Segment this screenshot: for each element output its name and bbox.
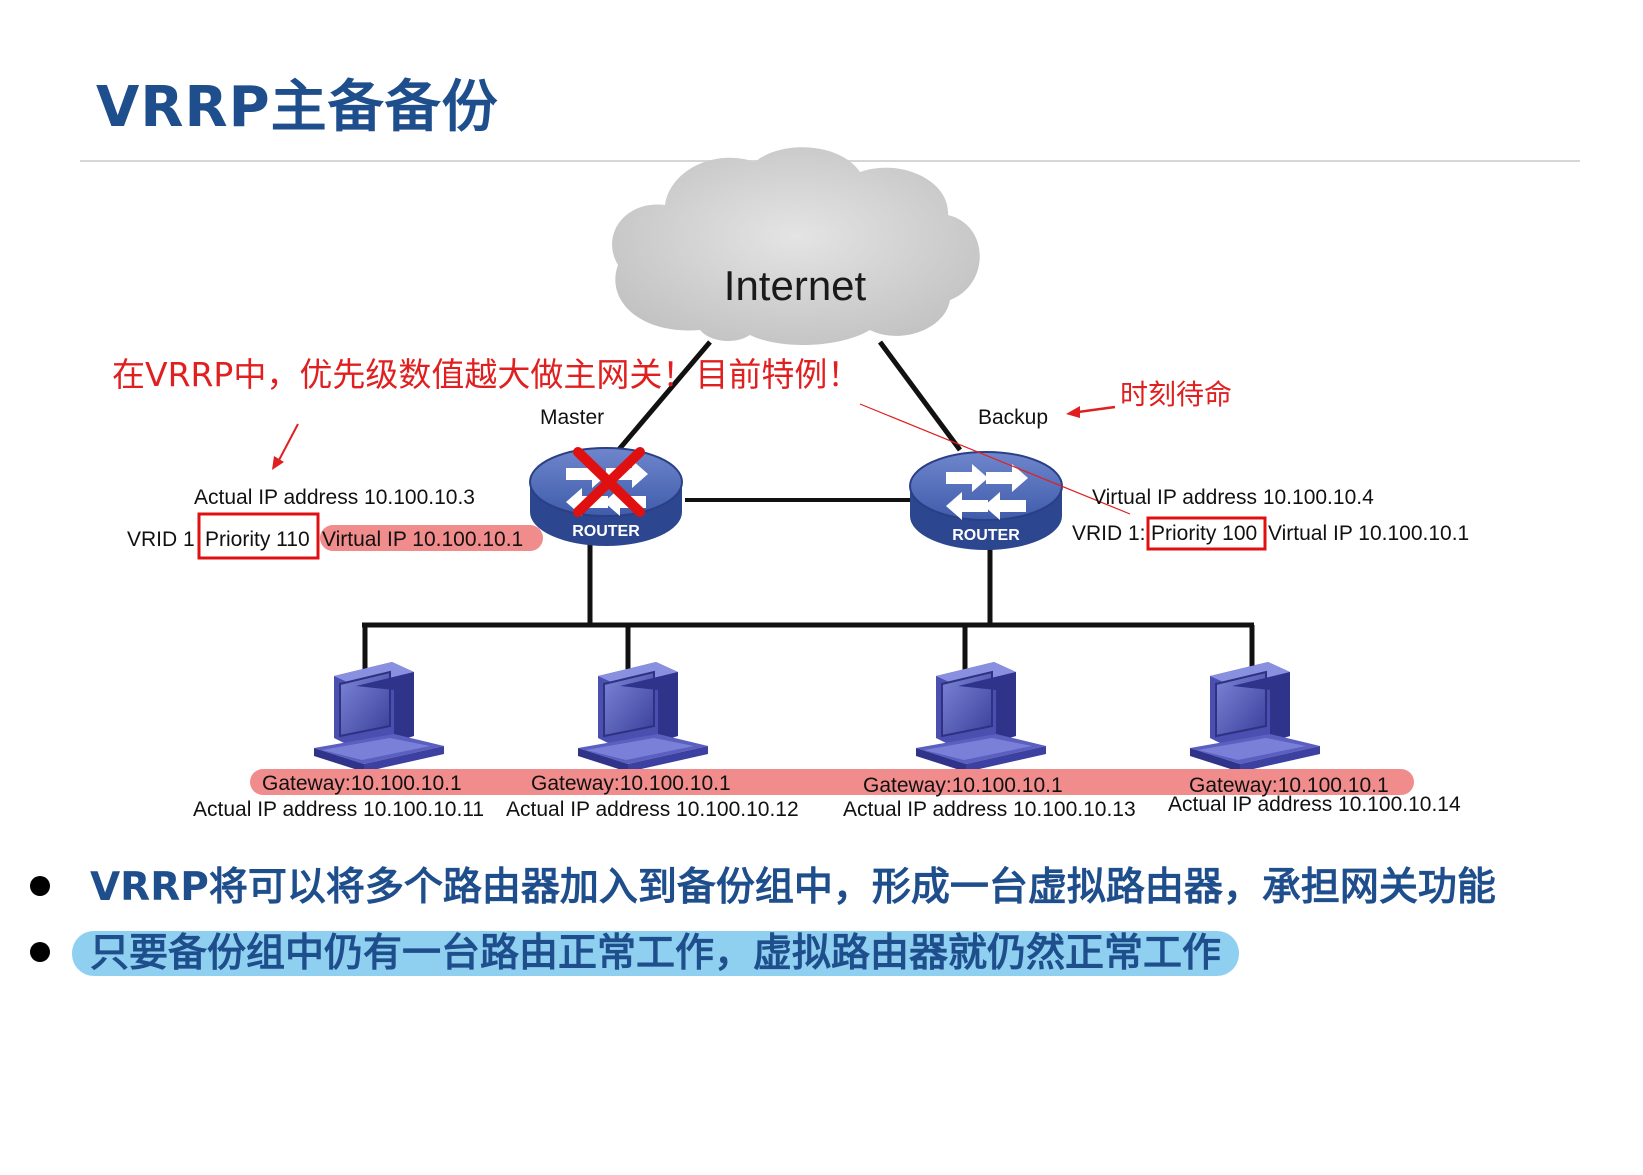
master-router: ROUTER (529, 447, 683, 547)
host-1-actual-ip: Actual IP address 10.100.10.11 (193, 798, 484, 821)
master-virtual-ip: Virtual IP 10.100.10.1 (322, 528, 523, 551)
host-3-actual-ip: Actual IP address 10.100.10.13 (843, 798, 1136, 821)
bullet-text-1: VRRP将可以将多个路由器加入到备份组中，形成一台虚拟路由器，承担网关功能 (90, 865, 1496, 910)
link-internet-master (608, 340, 712, 462)
backup-priority-box (1146, 516, 1267, 551)
annotation-arrowhead-left (272, 456, 284, 470)
link-internet-backup (877, 340, 963, 452)
host-pc-1 (313, 661, 445, 773)
internet-label: Internet (724, 262, 867, 309)
priority-annotation: 在VRRP中，优先级数值越大做主网关！目前特例！ (112, 355, 860, 394)
page-title: VRRP主备备份 (96, 75, 499, 140)
host-pc-2 (577, 661, 709, 773)
annotation-arrowhead-right (1066, 406, 1080, 418)
gateway-highlight-band (250, 769, 1414, 795)
master-role-label: Master (540, 406, 604, 429)
master-router-badge: ROUTER (572, 523, 640, 540)
master-priority: Priority 110 (205, 528, 310, 551)
bullet-dot-icon (30, 941, 50, 962)
master-priority-box (197, 512, 320, 560)
backup-router: ROUTER (909, 451, 1063, 551)
backup-router-badge: ROUTER (952, 527, 1020, 544)
bullet-item-1: VRRP将可以将多个路由器加入到备份组中，形成一台虚拟路由器，承担网关功能 (30, 856, 1496, 912)
host-pc-4 (1189, 661, 1321, 773)
host-4-gateway: Gateway:10.100.10.1 (1189, 774, 1389, 797)
standby-annotation: 时刻待命 (1120, 378, 1232, 411)
master-virtual-ip-highlight (320, 525, 543, 551)
annotation-arrow-right (1077, 405, 1116, 414)
backup-priority: Priority 100 (1151, 522, 1257, 545)
annotation-thin-line (859, 403, 1131, 515)
backup-virtual-ip: Virtual IP 10.100.10.1 (1268, 522, 1469, 545)
internet-cloud: Internet (612, 147, 980, 346)
host-4-actual-ip: Actual IP address 10.100.10.14 (1168, 793, 1461, 816)
host-1-gateway: Gateway:10.100.10.1 (262, 772, 462, 795)
host-2-actual-ip: Actual IP address 10.100.10.12 (506, 798, 799, 821)
host-3-gateway: Gateway:10.100.10.1 (863, 774, 1063, 797)
bullet-text-2: 只要备份组中仍有一台路由正常工作，虚拟路由器就仍然正常工作 (72, 931, 1240, 976)
host-pc-3 (915, 661, 1047, 773)
host-2-gateway: Gateway:10.100.10.1 (531, 772, 731, 795)
master-vrid: VRID 1 (127, 528, 195, 551)
backup-vrid: VRID 1: (1072, 522, 1146, 545)
bullet-item-2: 只要备份组中仍有一台路由正常工作，虚拟路由器就仍然正常工作 (30, 922, 1240, 978)
failed-x-icon (573, 447, 645, 517)
annotation-arrow-left (277, 423, 299, 463)
backup-actual-ip: Virtual IP address 10.100.10.4 (1092, 486, 1374, 509)
bullet-dot-icon (30, 875, 50, 896)
master-actual-ip: Actual IP address 10.100.10.3 (194, 486, 475, 509)
backup-role-label: Backup (978, 406, 1048, 429)
